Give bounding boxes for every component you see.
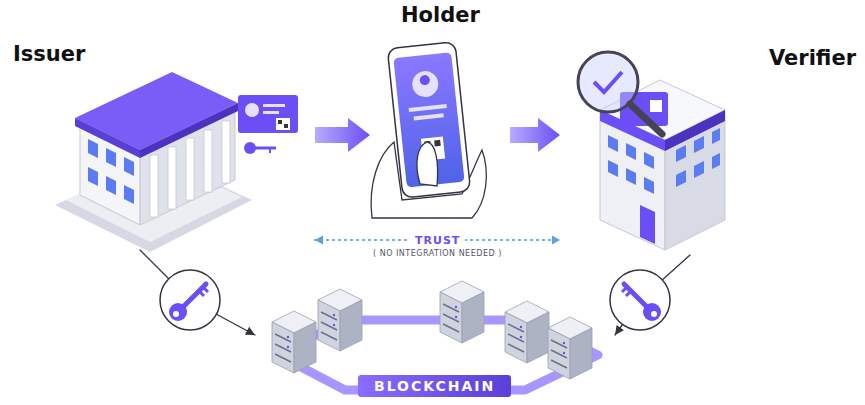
- issuer-building: [88, 167, 98, 186]
- issuer-building: [168, 147, 176, 209]
- issuer-building: [75, 72, 238, 150]
- note-label: ( NO INTEGRATION NEEDED ): [370, 249, 505, 258]
- verifier-building: [676, 170, 686, 187]
- verifier-building: [676, 145, 686, 162]
- edge-label: TRUST: [410, 234, 465, 247]
- verifier-building: [578, 52, 725, 250]
- verifier-building: [626, 168, 636, 185]
- verifier-building: [630, 104, 662, 134]
- holder-phone: [411, 70, 440, 99]
- blockchain-network: [440, 281, 484, 343]
- credential-card: [238, 95, 298, 133]
- holder-phone: [414, 113, 444, 120]
- node-heading: Issuer: [13, 42, 85, 66]
- issuer-building: [186, 138, 194, 200]
- leader-line: [140, 250, 255, 335]
- arrow-head: [552, 236, 560, 245]
- key-icon: [626, 291, 631, 296]
- node-heading: Holder: [401, 3, 480, 27]
- key-icon: [199, 291, 204, 296]
- key-icon: [203, 287, 208, 292]
- key-icon: [169, 303, 187, 321]
- holder-phone: [371, 42, 486, 218]
- verifier-building: [608, 160, 618, 177]
- credential-card: [278, 120, 282, 124]
- issuer-building: [124, 185, 134, 204]
- verifier-node: Verifier: [560, 30, 860, 255]
- issuer-building: [204, 130, 212, 192]
- holder-phone: [409, 104, 447, 112]
- issuer-building: [140, 103, 238, 158]
- blockchain-network: [548, 317, 592, 379]
- holder-phone: [434, 140, 441, 147]
- key-icon: [622, 287, 627, 292]
- issuer-building: [222, 121, 230, 183]
- credential-card: [255, 147, 276, 150]
- credential-card: [238, 95, 298, 154]
- issuer-building: [55, 72, 252, 252]
- verifier-building: [694, 161, 704, 178]
- credential-card: [263, 111, 279, 114]
- verifier-building: [608, 135, 618, 152]
- holder-phone: [393, 52, 464, 187]
- holder-phone: [387, 42, 470, 198]
- connector-arrow: [315, 118, 370, 152]
- key-icon: [184, 284, 206, 306]
- verifier-building: [594, 72, 622, 92]
- arrow-head: [245, 327, 255, 335]
- credential-card: [276, 118, 290, 130]
- verifier-building: [712, 153, 720, 169]
- key-icon: [651, 311, 657, 317]
- holder-node: Holder: [370, 3, 510, 225]
- verifier-building: [644, 152, 654, 169]
- holder-phone: [387, 42, 470, 198]
- issuer-building: [106, 148, 116, 167]
- credential-card: [263, 104, 285, 107]
- blockchain-network: [272, 311, 316, 373]
- issuer-building: [75, 118, 140, 158]
- verifier-building: [644, 177, 654, 194]
- issuer-building: [124, 157, 134, 176]
- blockchain-network: [505, 301, 549, 363]
- issuer-building: [88, 139, 98, 158]
- credential-card: [284, 124, 288, 128]
- verifier-building: [712, 128, 720, 144]
- key-icon: [643, 303, 661, 321]
- verifier-building: [626, 143, 636, 160]
- holder-phone: [417, 142, 438, 186]
- blockchain-node: BLOCKCHAIN: [255, 285, 615, 403]
- key-icon: [160, 270, 220, 330]
- verifier-building: [650, 100, 662, 112]
- holder-phone: [419, 75, 430, 86]
- credential-card: [269, 148, 271, 153]
- issuer-building: [150, 155, 158, 217]
- blockchain-network: [272, 281, 598, 390]
- block-arrow: [315, 118, 370, 152]
- arrow-head: [615, 325, 624, 335]
- key-icon: [610, 270, 670, 330]
- credential-card: [245, 103, 259, 117]
- node-heading: Verifier: [769, 46, 856, 70]
- verifier-building: [640, 205, 655, 244]
- connector-arrow: [140, 250, 255, 335]
- block-arrow: [510, 118, 560, 152]
- issuer-building: [106, 176, 116, 195]
- key-icon: [610, 270, 670, 330]
- arrow-head: [315, 236, 323, 245]
- connector-arrow: [510, 118, 560, 152]
- key-icon: [160, 270, 220, 330]
- credential-card: [244, 142, 256, 154]
- node-heading: BLOCKCHAIN: [358, 375, 511, 397]
- key-icon: [173, 311, 179, 317]
- issuer-node: Issuer: [5, 30, 315, 250]
- blockchain-network: [318, 289, 362, 351]
- verifier-building: [694, 136, 704, 153]
